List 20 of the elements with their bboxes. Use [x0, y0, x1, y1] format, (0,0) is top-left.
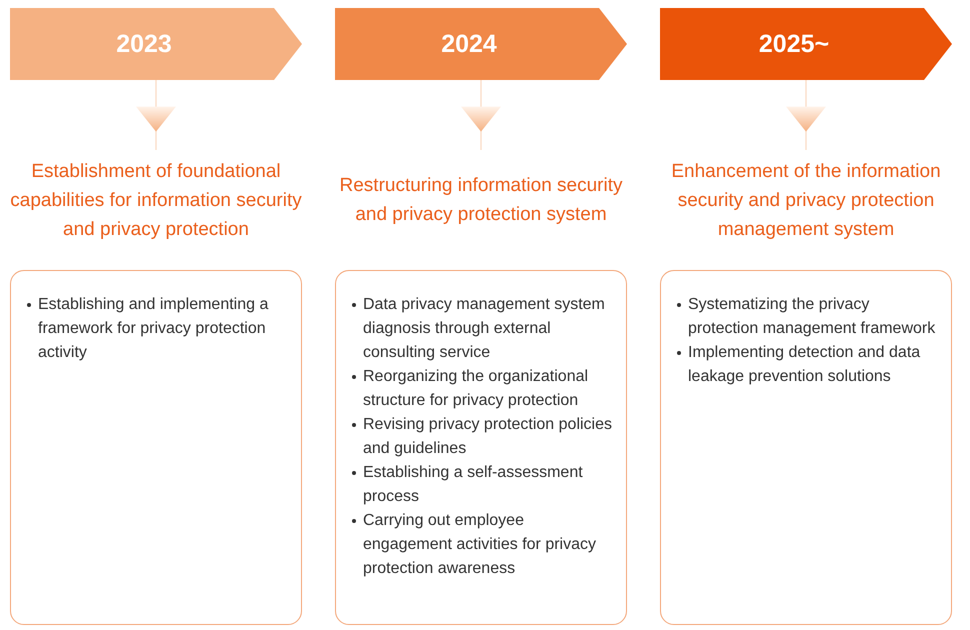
bullet-text: Establishing and implementing a framework for privacy protection activity — [38, 295, 270, 363]
down-arrow — [461, 80, 501, 150]
bullet-text: Systematizing the privacy protection management framework — [688, 295, 936, 339]
year-label: 2024 — [440, 29, 498, 60]
down-arrow — [136, 80, 176, 150]
bullet-text: Data privacy management system diagnosis through external consulting service — [363, 295, 606, 363]
year-banner — [660, 8, 952, 80]
column-heading: Establishment of foundational capabilities for information security and privacy protection — [10, 160, 302, 242]
bullet-text: Revising privacy protection policies and guidelines — [363, 415, 613, 459]
bullet-text: Reorganizing the organizational structure for privacy protection — [363, 367, 590, 411]
year-banner — [335, 8, 627, 80]
year-label: 2025~ — [758, 29, 830, 60]
bullet-text: Establishing a self-assessment process — [363, 463, 584, 507]
year-label: 2023 — [115, 29, 173, 60]
bullet-text: Implementing detection and data leakage prevention solutions — [688, 343, 922, 387]
column-heading: Enhancement of the information security and privacy protection management system — [670, 160, 942, 242]
column-heading: Restructuring information security and privacy protection system — [338, 174, 624, 227]
bullet-text: Carrying out employee engagement activities for privacy protection awareness — [363, 511, 597, 579]
year-banner — [10, 8, 302, 80]
down-arrow — [786, 80, 826, 150]
